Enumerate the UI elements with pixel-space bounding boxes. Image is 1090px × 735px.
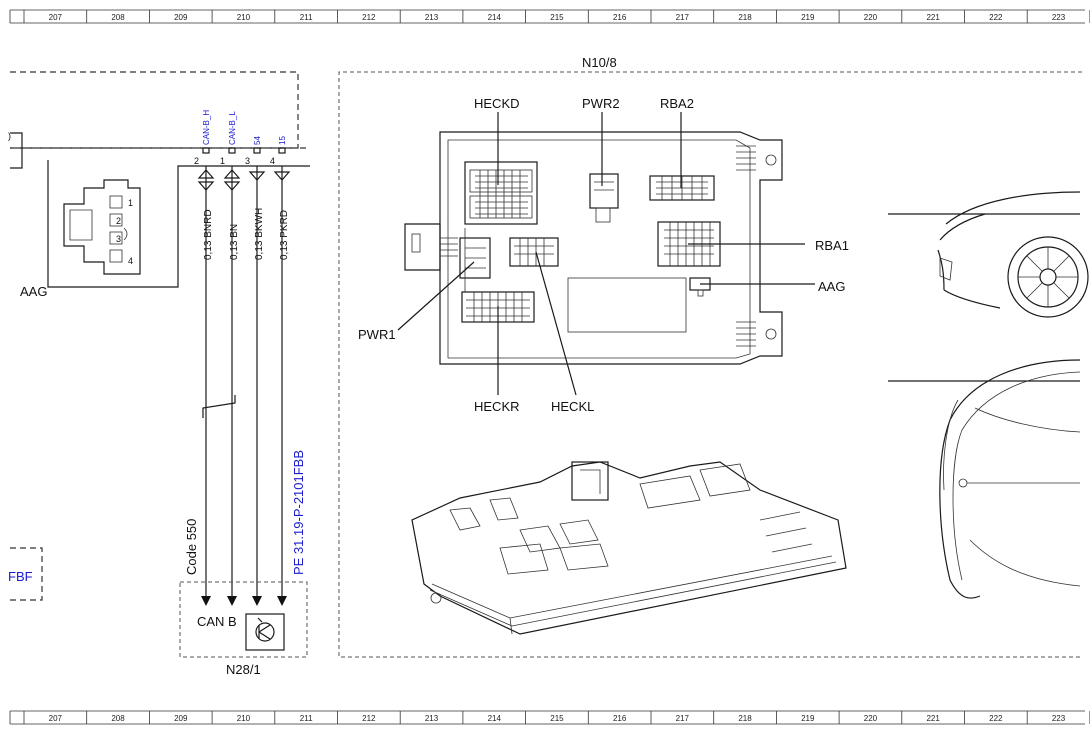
n28-module: CAN B N28/1 <box>179 581 308 677</box>
ruler-cell-212: 212 <box>362 13 376 22</box>
pin-number-4: 4 <box>270 156 275 166</box>
ruler-cell-211: 211 <box>300 714 313 723</box>
ruler-cell-213: 213 <box>425 13 439 22</box>
ruler-cell-223: 223 <box>1052 13 1066 22</box>
code-label: Code 550 <box>184 519 199 575</box>
signal-can-h: CAN-B_H <box>202 110 211 145</box>
ruler-cell-210: 210 <box>237 13 251 22</box>
ruler-cell-218: 218 <box>738 13 752 22</box>
ruler-cell-215: 215 <box>550 714 564 723</box>
connector-pin-3: 3 <box>116 234 121 244</box>
ruler-cell-209: 209 <box>174 13 188 22</box>
ruler-cell-222: 222 <box>989 13 1003 22</box>
car-illustration <box>888 191 1089 599</box>
aag-connector-drawing: 1 2 3 4 <box>63 179 141 275</box>
label-rba2: RBA2 <box>660 96 694 111</box>
n10-module: N10/8 <box>338 55 1089 658</box>
connector-pin-4: 4 <box>128 256 133 266</box>
label-heckl: HECKL <box>551 399 594 414</box>
wire-bnrd: 0,13 BNRD <box>203 209 214 260</box>
label-heckd: HECKD <box>474 96 520 111</box>
ruler-cell-208: 208 <box>111 13 125 22</box>
control-unit-top-view <box>404 131 783 365</box>
fbf-module: FBF <box>8 547 43 601</box>
ruler-cell-216: 216 <box>613 714 627 723</box>
pin-number-3: 3 <box>245 156 250 166</box>
wires: 2 1 3 4 CAN-B_H CAN-B_L 54 15 0,13 BNRD … <box>184 110 306 606</box>
wire-pkrd: 0,13 PKRD <box>279 210 290 260</box>
ruler-cell-214: 214 <box>488 13 502 22</box>
svg-text:): ) <box>8 131 11 141</box>
label-heckr: HECKR <box>474 399 520 414</box>
ruler-cell-221: 221 <box>926 13 940 22</box>
ruler-cell-222: 222 <box>989 714 1003 723</box>
signal-15: 15 <box>278 136 287 145</box>
wire-bkwh: 0,13 BKWH <box>254 208 265 260</box>
ruler-cell-217: 217 <box>676 714 690 723</box>
connector-pin-1: 1 <box>128 198 133 208</box>
ruler-cell-215: 215 <box>550 13 564 22</box>
ruler-cell-223: 223 <box>1052 714 1066 723</box>
ruler-cell-220: 220 <box>864 13 878 22</box>
n10-label: N10/8 <box>582 55 617 70</box>
label-rba1: RBA1 <box>815 238 849 253</box>
ruler-cell-218: 218 <box>738 714 752 723</box>
ruler-cell-207: 207 <box>49 714 63 723</box>
ruler-cell-221: 221 <box>926 714 940 723</box>
label-aag: AAG <box>818 279 845 294</box>
ruler-cell-208: 208 <box>111 714 125 723</box>
ruler-cell-211: 211 <box>300 13 313 22</box>
aag-label: AAG <box>20 284 47 299</box>
ruler-cell-212: 212 <box>362 714 376 723</box>
n28-label: N28/1 <box>226 662 261 677</box>
pin-number-1: 1 <box>220 156 225 166</box>
ruler-cell-216: 216 <box>613 13 627 22</box>
signal-54: 54 <box>253 136 262 145</box>
bottom-ruler: 207 208 209 210 211 212 213 214 215 216 217 218 219 2… <box>9 710 1090 725</box>
label-pwr2: PWR2 <box>582 96 620 111</box>
leader-lines <box>397 112 815 396</box>
aag-module: ) 1 2 3 4 AAG <box>8 71 310 299</box>
wire-bn: 0,13 BN <box>229 224 240 260</box>
ruler-cell-219: 219 <box>801 13 815 22</box>
ruler-cell-213: 213 <box>425 714 439 723</box>
ruler-cell-214: 214 <box>488 714 502 723</box>
ruler-cell-220: 220 <box>864 714 878 723</box>
can-b-label: CAN B <box>197 614 237 629</box>
ruler-cell-217: 217 <box>676 13 690 22</box>
label-pwr1: PWR1 <box>358 327 396 342</box>
control-unit-isometric <box>411 461 847 635</box>
ruler-cell-209: 209 <box>174 714 188 723</box>
pe-reference: PE 31.19-P-2101FBB <box>291 450 306 575</box>
pin-number-2: 2 <box>194 156 199 166</box>
ruler-cell-219: 219 <box>801 714 815 723</box>
top-ruler: 207 208 209 210 211 212 213 214 215 216 217 218 219 2… <box>9 9 1090 24</box>
connector-pin-2: 2 <box>116 216 121 226</box>
fbf-label: FBF <box>8 569 33 584</box>
ruler-cell-207: 207 <box>49 13 63 22</box>
signal-can-l: CAN-B_L <box>228 111 237 145</box>
ruler-cell-210: 210 <box>237 714 251 723</box>
